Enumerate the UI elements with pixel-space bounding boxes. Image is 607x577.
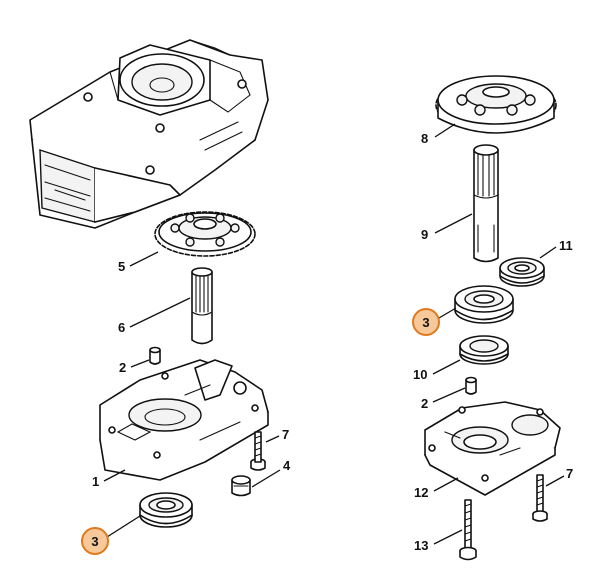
gearbox-cover-1 xyxy=(99,359,269,481)
callout-label-7-left: 7 xyxy=(282,427,289,442)
callout-label-2-right: 2 xyxy=(421,396,428,411)
driven-gear-8 xyxy=(435,75,557,134)
screw-7-right xyxy=(532,474,548,522)
callout-5: 5 xyxy=(118,251,159,274)
callout-7-left: 7 xyxy=(265,427,289,443)
callout-label-1: 1 xyxy=(92,474,99,489)
callout-3-right: 3 xyxy=(412,307,457,336)
callout-8: 8 xyxy=(421,123,456,146)
callout-label-12: 12 xyxy=(414,485,428,500)
engine-housing xyxy=(29,39,269,229)
callout-7-right: 7 xyxy=(545,466,573,487)
drive-gear-5 xyxy=(154,211,256,257)
plug-4 xyxy=(231,475,251,497)
callout-label-9: 9 xyxy=(421,227,428,242)
highlight-marker-right xyxy=(412,308,440,336)
callout-1: 1 xyxy=(92,469,126,489)
callout-label-10: 10 xyxy=(413,367,427,382)
splined-shaft-6 xyxy=(191,267,213,345)
callout-9: 9 xyxy=(421,213,473,242)
callout-label-5: 5 xyxy=(118,259,125,274)
callout-label-7-right: 7 xyxy=(566,466,573,481)
screw-7-left xyxy=(250,431,266,471)
callout-4: 4 xyxy=(251,458,291,488)
seal-ring-10 xyxy=(459,335,509,365)
callout-label-6: 6 xyxy=(118,320,125,335)
callout-12: 12 xyxy=(414,477,459,500)
ball-bearing-3-right xyxy=(454,285,514,324)
callout-label-4: 4 xyxy=(283,458,291,473)
dowel-pin-2-left xyxy=(149,346,161,365)
callout-10: 10 xyxy=(413,359,461,382)
callout-label-8: 8 xyxy=(421,131,428,146)
callout-13: 13 xyxy=(414,529,463,553)
callout-label-2-left: 2 xyxy=(119,360,126,375)
long-screw-13 xyxy=(459,499,477,561)
ball-bearing-3-left xyxy=(139,492,193,528)
callout-label-3-left: 3 xyxy=(91,534,98,549)
ball-bearing-11 xyxy=(499,257,545,287)
callout-2-right: 2 xyxy=(421,387,466,411)
callout-11: 11 xyxy=(539,238,573,259)
callout-label-11: 11 xyxy=(559,238,573,253)
callout-label-3-right: 3 xyxy=(422,315,429,330)
callout-6: 6 xyxy=(118,297,191,335)
highlight-marker-left xyxy=(81,527,109,555)
callout-2-left: 2 xyxy=(119,359,150,375)
callout-3-left: 3 xyxy=(81,515,141,555)
dowel-pin-2-right xyxy=(465,376,477,395)
callout-label-13: 13 xyxy=(414,538,428,553)
gearbox-housing-12 xyxy=(424,401,561,496)
output-shaft-9 xyxy=(473,144,499,263)
